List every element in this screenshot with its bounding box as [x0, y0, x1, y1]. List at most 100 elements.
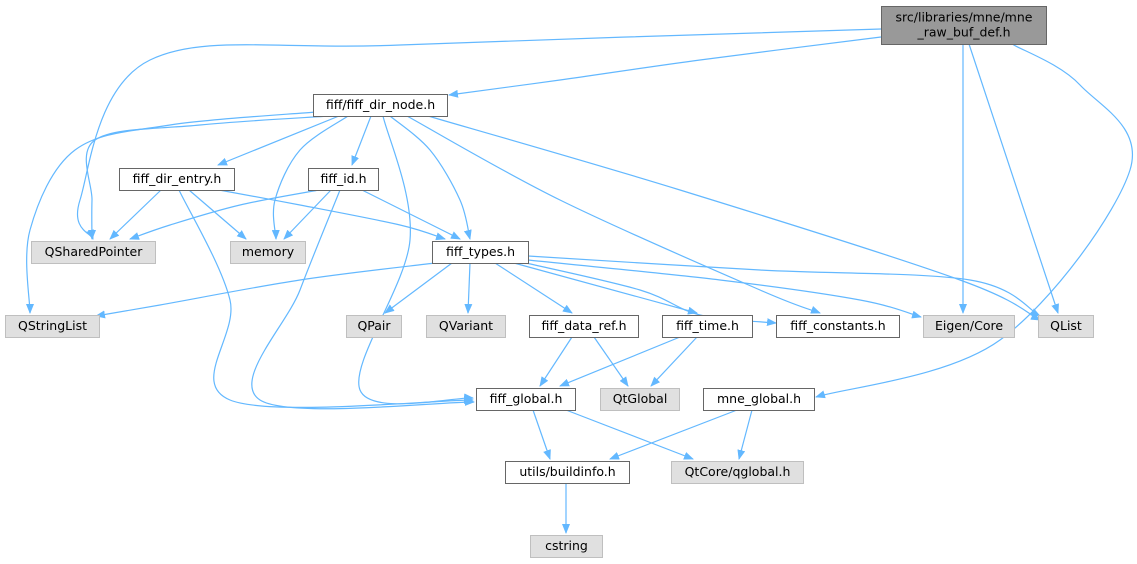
- node-label: QList: [1050, 318, 1082, 333]
- node-label: fiff/fiff_dir_node.h: [326, 97, 435, 112]
- node-fiff-types[interactable]: fiff_types.h: [432, 241, 529, 264]
- node-box: [881, 6, 1047, 45]
- node-label: fiff_dir_entry.h: [133, 171, 222, 186]
- node-cstring: cstring: [530, 535, 603, 558]
- node-box: [529, 315, 639, 338]
- node-label: fiff_data_ref.h: [541, 318, 626, 333]
- node-qlist: QList: [1038, 315, 1094, 338]
- node-label: memory: [242, 244, 295, 259]
- node-box: [923, 315, 1015, 338]
- node-label: QPair: [357, 318, 391, 333]
- edge-root-to-mne-global: [815, 43, 1133, 399]
- edge-fiff-dir-node-to-fiff-id: [351, 115, 372, 166]
- edge-fiff-id-to-fiff-types: [361, 189, 461, 240]
- edge-fiff-time-to-qtglobal: [650, 336, 698, 387]
- node-box: [600, 388, 680, 411]
- node-box: [671, 461, 804, 484]
- node-memory: memory: [230, 241, 306, 264]
- node-box: [119, 168, 235, 191]
- edge-fiff-global-to-qtcore-qglobal: [565, 409, 694, 460]
- node-box: [1038, 315, 1094, 338]
- edge-fiff-types-to-fiff-data-ref: [494, 262, 573, 314]
- node-box: [31, 241, 156, 264]
- edge-fiff-types-to-eigen-core: [527, 259, 922, 319]
- node-qvariant: QVariant: [426, 315, 506, 338]
- node-eigen-core: Eigen/Core: [923, 315, 1015, 338]
- edge-fiff-dir-node-to-qlist: [427, 115, 1041, 321]
- node-box: [530, 535, 603, 558]
- node-box: [313, 94, 448, 117]
- edge-fiff-types-to-qstringlist: [95, 262, 436, 319]
- node-fiff-constants[interactable]: fiff_constants.h: [776, 315, 900, 338]
- edge-fiff-id-to-memory: [283, 189, 332, 240]
- node-box: [776, 315, 900, 338]
- node-label: QSharedPointer: [45, 244, 144, 259]
- edge-fiff-types-to-qlist: [527, 255, 1041, 317]
- node-fiff-data-ref[interactable]: fiff_data_ref.h: [529, 315, 639, 338]
- node-label: QtGlobal: [613, 391, 668, 406]
- node-label: fiff_global.h: [490, 391, 563, 406]
- node-label: QVariant: [439, 318, 493, 333]
- node-box: [703, 388, 815, 411]
- node-label: cstring: [545, 538, 588, 553]
- node-box: [662, 315, 753, 338]
- edge-fiff-dir-entry-to-memory: [188, 189, 247, 240]
- edge-fiff-types-to-qpair: [384, 262, 453, 314]
- edge-root-to-qsharedpointer: [77, 28, 882, 240]
- node-qtcore-qglobal: QtCore/qglobal.h: [671, 461, 804, 484]
- node-qpair: QPair: [346, 315, 402, 338]
- edge-fiff-dir-node-to-memory: [271, 115, 349, 240]
- edge-root-to-fiff-dir-node: [448, 36, 882, 98]
- edge-fiff-data-ref-to-qtglobal: [593, 336, 629, 387]
- node-fiff-time[interactable]: fiff_time.h: [662, 315, 753, 338]
- node-fiff-global[interactable]: fiff_global.h: [476, 388, 576, 411]
- node-box: [505, 461, 630, 484]
- node-utils-buildinfo[interactable]: utils/buildinfo.h: [505, 461, 630, 484]
- edge-fiff-dir-entry-to-qsharedpointer: [109, 189, 162, 240]
- edge-fiff-time-to-fiff-global: [559, 336, 681, 387]
- node-label: fiff_constants.h: [790, 318, 885, 333]
- node-label: src/libraries/mne/mne: [896, 10, 1033, 25]
- edge-fiff-data-ref-to-fiff-global: [539, 336, 573, 387]
- edge-fiff-id-to-qsharedpointer: [129, 189, 320, 240]
- edges-layer: [25, 28, 1133, 534]
- node-box: [476, 388, 576, 411]
- node-root[interactable]: src/libraries/mne/mne_raw_buf_def.h: [881, 6, 1047, 45]
- node-label: mne_global.h: [717, 391, 801, 406]
- edge-fiff-types-to-qvariant: [464, 262, 473, 314]
- node-box: [432, 241, 529, 264]
- node-label: Eigen/Core: [935, 318, 1003, 333]
- edge-fiff-dir-node-to-qsharedpointer: [85, 115, 331, 240]
- edge-fiff-dir-node-to-fiff-dir-entry: [217, 115, 340, 166]
- node-fiff-dir-node[interactable]: fiff/fiff_dir_node.h: [313, 94, 448, 117]
- edge-fiff-dir-entry-to-fiff-global: [178, 189, 474, 408]
- node-label: QStringList: [18, 318, 87, 333]
- node-label: QtCore/qglobal.h: [685, 464, 791, 479]
- edge-fiff-id-to-fiff-global: [251, 189, 475, 410]
- edge-mne-global-to-utils-buildinfo: [609, 409, 738, 460]
- node-box: [230, 241, 306, 264]
- node-box: [308, 168, 379, 191]
- edge-fiff-dir-node-to-fiff-constants: [406, 115, 821, 314]
- edge-mne-global-to-qtcore-qglobal: [737, 409, 753, 460]
- node-fiff-id[interactable]: fiff_id.h: [308, 168, 379, 191]
- edge-fiff-types-to-fiff-time: [513, 262, 698, 315]
- node-label: fiff_id.h: [320, 171, 366, 186]
- edge-fiff-dir-entry-to-fiff-types: [218, 189, 446, 241]
- node-qtglobal: QtGlobal: [600, 388, 680, 411]
- nodes-layer: src/libraries/mne/mne_raw_buf_def.h fiff/…: [5, 6, 1094, 558]
- node-label: utils/buildinfo.h: [519, 464, 615, 479]
- node-mne-global[interactable]: mne_global.h: [703, 388, 815, 411]
- node-label: fiff_time.h: [676, 318, 739, 333]
- edge-root-to-qlist: [968, 43, 1059, 314]
- node-label: fiff_types.h: [446, 244, 515, 259]
- node-box: [426, 315, 506, 338]
- edge-fiff-global-to-utils-buildinfo: [532, 409, 551, 460]
- node-qsharedpointer: QSharedPointer: [31, 241, 156, 264]
- node-box: [5, 315, 100, 338]
- node-fiff-dir-entry[interactable]: fiff_dir_entry.h: [119, 168, 235, 191]
- node-qstringlist: QStringList: [5, 315, 100, 338]
- edge-fiff-dir-node-to-fiff-types: [389, 115, 472, 240]
- edge-fiff-dir-node-to-qstringlist: [25, 111, 317, 314]
